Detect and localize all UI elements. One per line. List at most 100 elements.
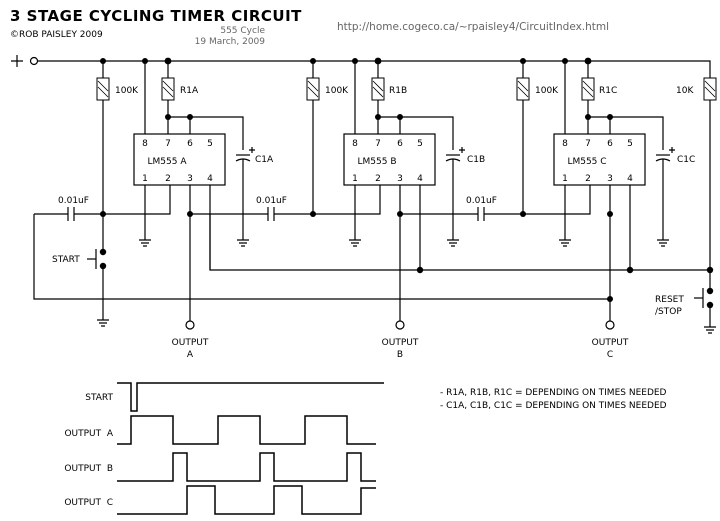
plus-sign-icon — [459, 147, 465, 153]
timing-resistor-label-a: R1A — [180, 86, 199, 96]
stage-labels: 100K R1A LM555 A C1A 0.01uF OUTPUT A 100… — [58, 86, 695, 360]
stage-a — [34, 57, 313, 330]
timing-waveforms — [117, 382, 384, 515]
pin1-ground — [349, 185, 361, 247]
coupling-cap-label-a: 0.01uF — [58, 196, 89, 206]
stage-b — [306, 57, 523, 330]
ic-lm555-c — [553, 133, 646, 186]
pin-number: 4 — [207, 174, 213, 184]
junction-dot — [607, 114, 613, 120]
pin-number: 1 — [142, 174, 148, 184]
pin-number: 1 — [352, 174, 358, 184]
junction-dot — [375, 114, 381, 120]
pin-number: 4 — [627, 174, 633, 184]
junction-dot — [165, 114, 171, 120]
date: 19 March, 2009 — [195, 37, 266, 47]
pin-number: 6 — [187, 139, 193, 149]
pin-number: 2 — [165, 174, 171, 184]
output-label-c: OUTPUT — [592, 338, 629, 348]
pin-number: 6 — [607, 139, 613, 149]
ground-icon — [237, 239, 249, 247]
timing-resistor-label-c: R1C — [599, 86, 617, 96]
pin1-ground — [139, 185, 151, 247]
ic-label-b: LM555 B — [358, 157, 397, 167]
pullup-label-c: 100K — [535, 86, 559, 96]
junction-dot — [607, 211, 613, 217]
ground-icon — [97, 319, 109, 327]
note-capacitors: - C1A, C1B, C1C = DEPENDING ON TIMES NEE… — [440, 401, 667, 411]
pin-number: 5 — [627, 139, 633, 149]
pin-number: 3 — [607, 174, 613, 184]
junction-dot — [520, 211, 526, 217]
pin-number: 8 — [352, 139, 358, 149]
pin-number: 3 — [187, 174, 193, 184]
coupling-cap-label-c: 0.01uF — [466, 196, 497, 206]
pin-number: 8 — [142, 139, 148, 149]
waveform-output-c — [117, 485, 376, 515]
pin-number: 7 — [165, 139, 171, 149]
plus-sign-icon — [669, 147, 675, 153]
pin-number: 1 — [562, 174, 568, 184]
stage-c — [516, 57, 675, 330]
pin2-trigger-wire — [523, 185, 591, 215]
output-label-b: OUTPUT — [382, 338, 419, 348]
feedback-wire — [33, 214, 610, 300]
ic-label-c: LM555 C — [567, 157, 606, 167]
author-credit: ©ROB PAISLEY 2009 — [10, 30, 103, 40]
timing-resistor-label-b: R1B — [389, 86, 407, 96]
pin-number: 7 — [585, 139, 591, 149]
junction-dot — [585, 114, 591, 120]
ic-label-a: LM555 A — [148, 157, 188, 167]
waveform-output-a — [117, 415, 376, 445]
reset-resistor — [703, 77, 717, 270]
pin-number: 8 — [562, 139, 568, 149]
coupling-capacitor-icon — [477, 207, 485, 221]
output-letter-c: C — [607, 350, 613, 360]
timing-cap-label-c: C1C — [677, 155, 695, 165]
timing-label-start: START — [85, 393, 113, 403]
pin-number: 3 — [397, 174, 403, 184]
pin-number: 5 — [417, 139, 423, 149]
pin1-ground — [559, 185, 571, 247]
pin-number: 4 — [417, 174, 423, 184]
coupling-capacitor-icon — [67, 207, 75, 221]
output-letter-b: B — [397, 350, 403, 360]
pin-number: 5 — [207, 139, 213, 149]
output-terminal-c-icon — [605, 320, 615, 330]
junction-dot — [187, 114, 193, 120]
timing-label-output-a: OUTPUT A — [64, 429, 113, 439]
reset-resistor-label: 10K — [676, 86, 694, 96]
coupling-cap-label-b: 0.01uF — [256, 196, 287, 206]
supply-symbol: + — [0, 0, 1, 1]
timing-label-output-b: OUTPUT B — [64, 464, 113, 474]
output-letter-a: A — [187, 350, 194, 360]
note-resistors: - R1A, R1B, R1C = DEPENDING ON TIMES NEE… — [440, 388, 667, 398]
coupling-capacitor-icon — [267, 207, 275, 221]
junction-dot — [310, 211, 316, 217]
pullup-label-a: 100K — [115, 86, 139, 96]
output-terminal-b-icon — [395, 320, 405, 330]
subtitle: 555 Cycle — [220, 26, 265, 36]
reset-switch[interactable] — [694, 270, 716, 334]
reset-bus — [209, 214, 710, 271]
output-label-a: OUTPUT — [172, 338, 209, 348]
waveform-output-b — [117, 452, 376, 482]
stop-label: /STOP — [655, 307, 682, 317]
reset-label: RESET — [655, 295, 684, 305]
waveform-start — [117, 382, 384, 412]
pin-number: 2 — [375, 174, 381, 184]
ground-icon — [704, 326, 716, 334]
pullup-label-b: 100K — [325, 86, 349, 96]
supply-terminal-icon — [29, 56, 39, 66]
output-terminal-a-icon — [185, 320, 195, 330]
start-switch[interactable] — [87, 214, 109, 327]
pin2-trigger-wire — [313, 185, 381, 215]
ic-lm555-b — [343, 133, 436, 186]
timing-cap-label-b: C1B — [467, 155, 485, 165]
timing-cap-label-a: C1A — [255, 155, 274, 165]
source-url: http://home.cogeco.ca/~rpaisley4/Circuit… — [337, 21, 609, 33]
pin2-trigger-wire — [103, 185, 171, 215]
junction-dot — [397, 114, 403, 120]
